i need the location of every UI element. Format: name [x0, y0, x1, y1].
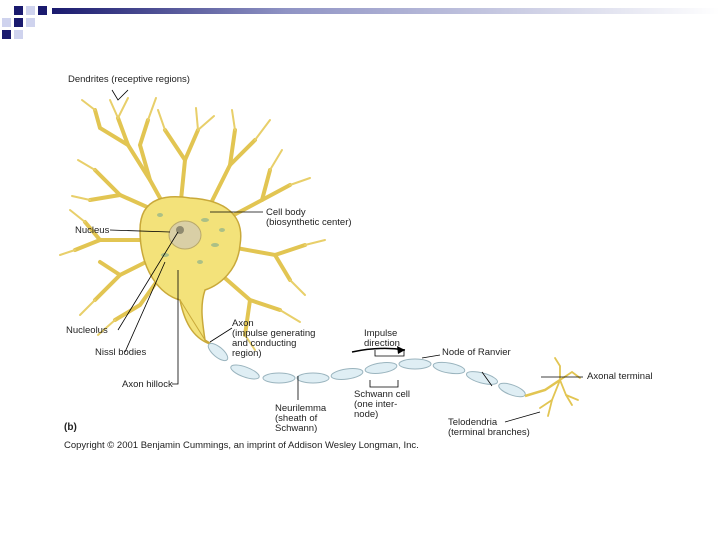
panel-label: (b) — [64, 422, 77, 433]
dendrites — [73, 108, 307, 337]
header-square-dark — [38, 6, 47, 15]
nucleus — [168, 220, 202, 250]
header-square-dark — [2, 30, 11, 39]
label-telodendria: Telodendria (terminal branches) — [448, 417, 530, 438]
header-square-dark — [14, 18, 23, 27]
schwann-cell — [398, 358, 432, 370]
slide-header-decoration — [2, 6, 720, 39]
label-cell-body: Cell body (biosynthetic center) — [266, 207, 352, 228]
label-node-of-ranvier: Node of Ranvier — [442, 347, 511, 358]
cell-body — [139, 196, 242, 346]
copyright-notice: Copyright © 2001 Benjamin Cummings, an i… — [64, 440, 419, 451]
label-nucleolus: Nucleolus — [66, 325, 108, 336]
header-square-dark — [14, 6, 23, 15]
leader-lines — [109, 89, 583, 423]
header-square-light — [14, 30, 23, 39]
schwann-cell — [207, 342, 229, 362]
header-square-light — [26, 18, 35, 27]
schwann-cell — [364, 362, 398, 374]
schwann-cell — [498, 382, 526, 398]
schwann-cell — [432, 361, 466, 375]
label-schwann-cell: Schwann cell (one inter- node) — [354, 389, 410, 420]
myelinated-axon — [207, 342, 526, 398]
schwann-cell — [262, 372, 296, 384]
label-impulse-direction: Impulse direction — [364, 328, 400, 349]
telodendria — [539, 357, 581, 417]
header-square-light — [2, 18, 11, 27]
schwann-cell — [465, 371, 499, 385]
label-dendrites: Dendrites (receptive regions) — [68, 74, 190, 85]
label-axon: Axon (impulse generating and conducting … — [232, 318, 316, 359]
header-gradient-bar — [52, 8, 720, 14]
impulse-direction-arrow — [351, 346, 406, 354]
label-nucleus: Nucleus — [75, 225, 110, 236]
header-square-light — [26, 6, 35, 15]
label-axonal-terminal: Axonal terminal — [587, 371, 653, 382]
schwann-cell — [296, 372, 330, 384]
schwann-cell — [230, 364, 260, 380]
schwann-cell — [330, 368, 364, 380]
fine-dendrite-branches — [59, 97, 326, 351]
label-nissl-bodies: Nissl bodies — [95, 347, 147, 358]
label-neurilemma: Neurilemma (sheath of Schwann) — [275, 403, 327, 434]
label-axon-hillock: Axon hillock — [122, 379, 173, 390]
axon-terminal-segment — [524, 378, 561, 398]
nissl-bodies — [157, 213, 225, 264]
